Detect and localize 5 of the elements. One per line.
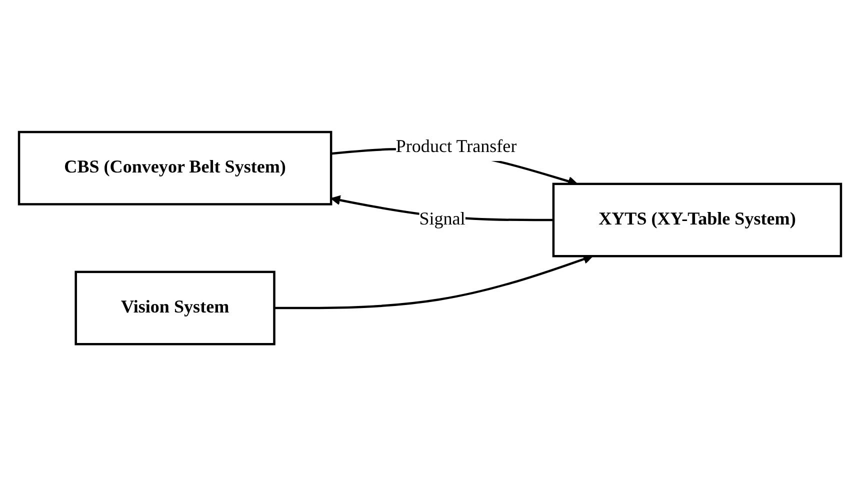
node-box: CBS (Conveyor Belt System) <box>18 131 332 206</box>
node-box: Vision System <box>74 271 276 346</box>
edge-label: Product Transfer <box>396 138 517 157</box>
node-box: XYTS (XY-Table System) <box>552 183 842 258</box>
edge-label: Signal <box>419 210 466 230</box>
